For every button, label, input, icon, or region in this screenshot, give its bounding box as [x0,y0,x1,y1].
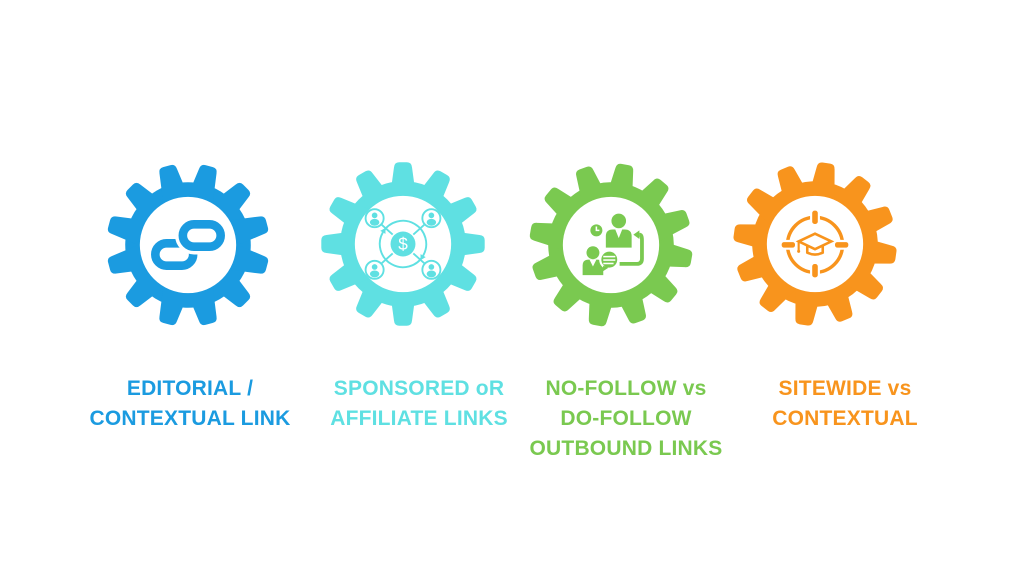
label-line: CONTEXTUAL [772,407,918,430]
avatar-top-left [364,208,385,229]
speech-bubble-icon [599,249,620,272]
exchange-arrows [378,219,428,269]
affiliate-network-icon: $ [364,208,442,280]
label-line: NO-FOLLOW vs [545,377,707,400]
avatar-top-right [421,208,442,229]
gear-sitewide [729,158,901,330]
label-line: SPONSORED oR [333,377,505,400]
gear-sponsored: $ [321,162,485,326]
label-line: AFFILIATE LINKS [330,407,508,430]
arrowhead [380,227,386,234]
gear-nofollow [525,159,697,331]
avatar-bottom-left [364,259,385,280]
person-top [605,213,632,248]
gear-label-sitewide: SITEWIDE vs CONTEXTUAL [725,374,965,434]
label-line: OUTBOUND LINKS [529,437,723,460]
label-line: CONTEXTUAL LINK [89,407,291,430]
network-lines [380,223,426,265]
gear-editorial [102,159,274,331]
label-line: SITEWIDE vs [778,377,912,400]
dollar-coin [390,231,416,257]
clock-icon [590,224,603,237]
avatar-bottom-right [421,259,442,280]
label-line: EDITORIAL / [126,377,254,400]
arrowhead [420,254,426,261]
arrowhead [633,230,640,239]
label-line: DO-FOLLOW [560,407,692,430]
gear-label-editorial: EDITORIAL / CONTEXTUAL LINK [50,374,330,434]
graduation-cap [795,232,835,256]
cycle-arrow [619,232,644,266]
dollar-symbol: $ [398,234,408,254]
target-knobs [779,208,851,280]
chain-link-icon [151,216,229,270]
target-graduation-cap-icon [779,208,851,280]
gear-label-nofollow: NO-FOLLOW vs DO-FOLLOW OUTBOUND LINKS [506,374,746,464]
person-bottom [582,246,604,276]
gear-label-sponsored: SPONSORED oR AFFILIATE LINKS [299,374,539,434]
people-exchange-icon [582,213,644,276]
